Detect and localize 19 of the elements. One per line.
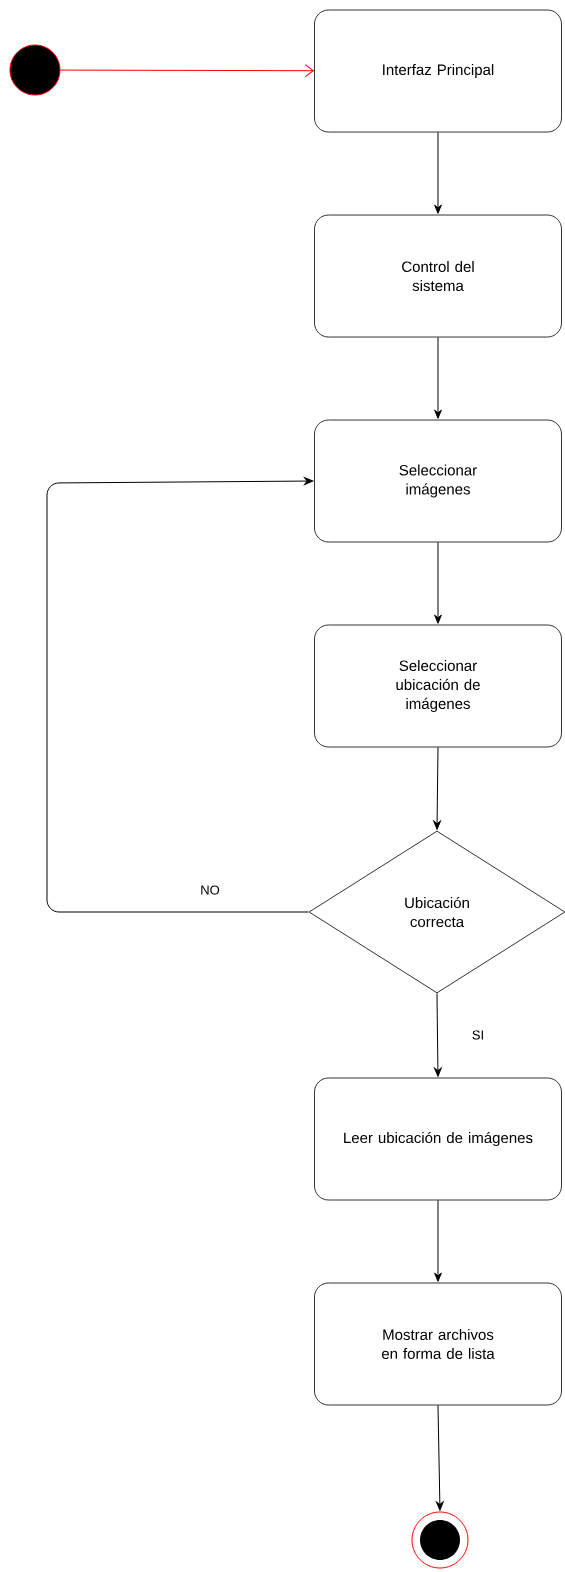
arrow (434, 1199, 442, 1282)
arrow (434, 992, 442, 1077)
arrow (46, 477, 314, 913)
end-circle (411, 1511, 469, 1569)
edge-label: NO (199, 884, 221, 896)
activity-box: Interfaz Principal (314, 9, 562, 133)
activity-box: Control del sistema (314, 214, 562, 338)
arrow (434, 336, 442, 419)
activity-box: Seleccionar ubicación de imágenes (314, 624, 562, 748)
arrow (434, 131, 442, 214)
start-circle (9, 44, 61, 96)
arrow (434, 541, 442, 624)
edge-label: SI (470, 1029, 486, 1041)
arrow (60, 64, 314, 78)
activity-box: Mostrar archivos en forma de lista (314, 1282, 562, 1406)
arrow (435, 1404, 444, 1511)
arrow (433, 746, 441, 830)
activity-box: Seleccionar imágenes (314, 419, 562, 543)
activity-box: Leer ubicación de imágenes (314, 1077, 562, 1201)
